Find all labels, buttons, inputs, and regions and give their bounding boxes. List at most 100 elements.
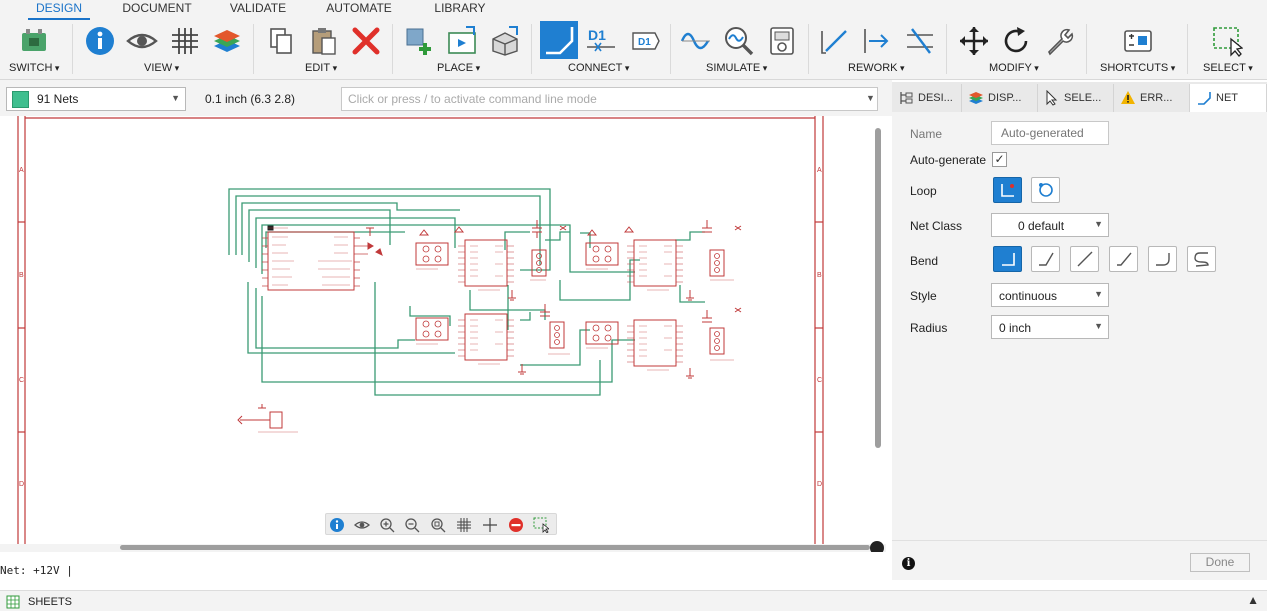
canvas-corner-icon[interactable] [870,541,884,555]
netclass-label: Net Class [910,219,963,233]
net-class-select[interactable]: 91 Nets ▼ [6,87,186,111]
bend-arc-icon [1155,253,1170,266]
net-icon[interactable] [540,21,578,59]
part-driver-2 [633,239,677,287]
toolbar-group-view[interactable]: VIEW [144,62,179,74]
name-icon[interactable]: D1 [584,24,618,58]
net-wires[interactable] [228,188,705,396]
zoom-out-icon[interactable] [403,516,421,534]
chevron-down-icon: ▼ [1094,289,1103,299]
eye-icon[interactable] [353,516,371,534]
rotate-icon[interactable] [999,24,1033,58]
bend-style-5[interactable] [1148,246,1177,272]
toolbar-group-place[interactable]: PLACE [437,62,480,74]
tab-design[interactable]: DESIGN [28,1,90,20]
tab-validate[interactable]: VALIDATE [229,1,287,15]
waveform-icon[interactable] [679,24,713,58]
bend-style-6[interactable] [1187,246,1216,272]
horizontal-scrollbar[interactable] [120,545,870,550]
netclass-value: 0 default [1018,219,1065,233]
bend-straight-icon [1077,251,1092,267]
expand-icon[interactable]: ▲ [1247,593,1259,607]
arrow-icon[interactable] [860,24,894,58]
sheets-bar[interactable]: SHEETS ▲ [0,590,1267,611]
select-icon[interactable] [1210,24,1244,58]
tab-net[interactable]: NET [1190,84,1267,112]
radius-select[interactable]: 0 inch ▼ [991,315,1109,339]
shortcuts-icon[interactable] [1121,24,1155,58]
warning-icon [1121,91,1135,104]
info-icon[interactable] [83,24,117,58]
delete-icon[interactable] [349,24,383,58]
panel-divider [892,540,1267,541]
toolbar-group-shortcuts[interactable]: SHORTCUTS [1100,62,1175,74]
tab-document[interactable]: DOCUMENT [122,1,192,15]
vertical-scrollbar[interactable] [875,128,881,448]
board-switch-icon[interactable] [17,24,51,58]
tab-design-manager[interactable]: DESI... [892,84,962,112]
zoom-in-icon[interactable] [378,516,396,534]
net-select-label: 91 Nets [37,92,79,106]
part-driver-3 [464,313,508,361]
add-part-icon[interactable] [402,24,436,58]
tab-errors[interactable]: ERR... [1114,84,1190,112]
info-icon[interactable] [328,516,346,534]
done-button[interactable]: Done [1190,553,1250,572]
probe-icon[interactable] [722,24,756,58]
loop-on-button[interactable] [1031,177,1060,203]
wrench-icon[interactable] [1042,24,1076,58]
bend-45-icon [1038,252,1054,266]
tab-label: DISP... [988,92,1022,104]
place-3d-icon[interactable] [488,24,522,58]
select-icon[interactable] [532,516,550,534]
frame-row-b: B [19,272,24,279]
split-icon[interactable] [818,24,852,58]
panel-tabs: DESI... DISP... SELE... ERR... NET [892,82,1267,112]
tab-display[interactable]: DISP... [962,84,1038,112]
style-select[interactable]: continuous ▼ [991,283,1109,307]
toolbar-group-rework[interactable]: REWORK [848,62,905,74]
schematic-canvas[interactable]: A A B B C C D D [0,116,886,544]
toolbar-group-switch[interactable]: SWITCH [9,62,59,74]
command-line-input[interactable] [341,87,878,111]
toolbar-group-simulate[interactable]: SIMULATE [706,62,767,74]
sheets-icon [6,595,20,609]
copy-icon[interactable] [264,24,298,58]
eye-icon[interactable] [125,24,159,58]
bend-style-2[interactable] [1031,246,1060,272]
meter-icon[interactable] [765,24,799,58]
stop-icon[interactable] [507,516,525,534]
tab-automate[interactable]: AUTOMATE [326,1,392,15]
miter-icon[interactable] [903,24,937,58]
chevron-down-icon[interactable]: ▼ [866,93,875,103]
autogen-checkbox[interactable]: ✓ [992,152,1007,167]
layers-icon[interactable] [210,24,244,58]
bend-style-3[interactable] [1070,246,1099,272]
net-name-input[interactable] [991,121,1109,145]
toolbar-group-connect[interactable]: CONNECT [568,62,629,74]
crosshair-icon[interactable] [481,516,499,534]
loop-off-button[interactable] [993,177,1022,203]
toolbar-group-edit[interactable]: EDIT [305,62,337,74]
toolbar-group-select[interactable]: SELECT [1203,62,1253,74]
netclass-select[interactable]: 0 default ▼ [991,213,1109,237]
grid-icon[interactable] [455,516,473,534]
bend-style-4[interactable] [1109,246,1138,272]
schematic-parts[interactable] [237,220,742,429]
bend-style-1[interactable] [993,246,1022,272]
toolbar-group-modify[interactable]: MODIFY [989,62,1039,74]
grid-icon[interactable] [168,24,202,58]
frame-row-d: D [19,481,24,488]
loop-label: Loop [910,184,937,198]
place-symbol-icon[interactable] [445,24,479,58]
toolbar-divider [946,24,947,74]
move-icon[interactable] [957,24,991,58]
zoom-fit-icon[interactable] [429,516,447,534]
tab-selection[interactable]: SELE... [1038,84,1114,112]
layers-icon [969,92,983,104]
tab-library[interactable]: LIBRARY [434,1,486,15]
label-icon[interactable]: D1 [628,24,662,58]
info-icon[interactable]: i [902,557,915,570]
paste-icon[interactable] [307,24,341,58]
